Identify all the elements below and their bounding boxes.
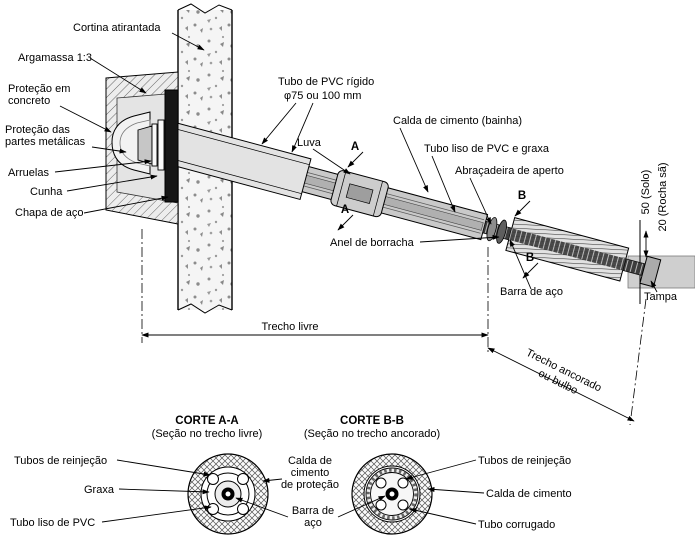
label-arruelas: Arruelas xyxy=(8,167,49,179)
label-dim-rocha: 20 (Rocha sã) xyxy=(657,162,669,231)
label-protecao-concreto-2: concreto xyxy=(8,95,50,107)
label-tampa: Tampa xyxy=(644,291,678,303)
label-b-calda-cimento: Calda de cimento xyxy=(486,488,572,500)
label-tubo-pvc-1: Tubo de PVC rígido xyxy=(278,76,374,88)
washer-1 xyxy=(151,123,158,167)
label-barra-aco: Barra de aço xyxy=(500,286,563,298)
section-b-drawing xyxy=(351,453,433,535)
label-trecho-livre: Trecho livre xyxy=(261,321,318,333)
section-a-reinjection-tube xyxy=(237,473,249,485)
label-cortina-atirantada: Cortina atirantada xyxy=(73,22,161,34)
section-marker-b-top: B xyxy=(518,190,526,202)
luva-core xyxy=(345,183,374,204)
label-luva: Luva xyxy=(297,137,322,149)
steel-plate xyxy=(164,89,179,203)
label-a-graxa: Graxa xyxy=(84,484,115,496)
clamp-ring xyxy=(486,217,498,242)
section-a-reinjection-tube xyxy=(207,503,219,515)
tampa-cap xyxy=(639,255,662,288)
label-tubo-liso-graxa: Tubo liso de PVC e graxa xyxy=(424,143,550,155)
section-b-corrugated-tube xyxy=(366,468,418,520)
bulbo-bar xyxy=(508,228,626,271)
label-a-tubos-reinjecao: Tubos de reinjeção xyxy=(14,455,107,467)
label-abracadeira: Abraçadeira de aperto xyxy=(455,165,564,177)
wall-break-top xyxy=(177,3,233,14)
anchor-head xyxy=(105,71,179,225)
section-a-drawing xyxy=(187,453,269,535)
label-calda-protecao-1: Calda de xyxy=(288,455,332,467)
section-a-title: CORTE A-A xyxy=(175,415,238,427)
section-b-reinjection-tube xyxy=(397,477,409,489)
label-barra-aco-sections-1: Barra de xyxy=(292,505,334,517)
section-a-subtitle: (Seção no trecho livre) xyxy=(152,428,263,440)
section-marker-b-bottom: B xyxy=(526,252,534,264)
label-anel-borracha: Anel de borracha xyxy=(330,237,415,249)
washer-2 xyxy=(157,119,165,171)
label-calda-bainha: Calda de cimento (bainha) xyxy=(393,115,522,127)
section-marker-a-bottom: A xyxy=(341,204,349,216)
label-protecao-concreto-1: Proteção em xyxy=(8,83,70,95)
section-leaders xyxy=(101,459,485,525)
label-chapa-aco: Chapa de aço xyxy=(15,207,84,219)
label-a-tubo-liso: Tubo liso de PVC xyxy=(10,517,95,529)
section-b-title: CORTE B-B xyxy=(340,415,404,427)
wall-break-bottom xyxy=(177,303,233,314)
label-protecao-metalicas-2: partes metálicas xyxy=(5,136,86,148)
section-b-reinjection-tube xyxy=(397,499,409,511)
section-a-reinjection-tube xyxy=(237,503,249,515)
label-cunha: Cunha xyxy=(30,186,63,198)
label-calda-protecao-3: de proteção xyxy=(281,479,339,491)
label-argamassa: Argamassa 1:3 xyxy=(18,52,92,64)
label-dim-solo: 50 (Solo) xyxy=(640,170,652,215)
label-barra-aco-sections-2: aço xyxy=(304,517,322,529)
label-calda-protecao-2: cimento xyxy=(291,467,330,479)
section-b-reinjection-tube xyxy=(375,477,387,489)
label-b-tubo-corrugado: Tubo corrugado xyxy=(478,519,555,531)
leader-lines xyxy=(54,32,658,293)
section-marker-a-top: A xyxy=(351,141,359,153)
wedge-cunha xyxy=(137,125,153,165)
label-b-tubos-reinjecao: Tubos de reinjeção xyxy=(478,455,571,467)
label-tubo-pvc-2: φ75 ou 100 mm xyxy=(284,90,361,102)
dimensions xyxy=(141,229,649,426)
anchor-assembly xyxy=(144,116,662,288)
section-b-reinjection-tube xyxy=(375,499,387,511)
label-trecho-ancorado: Trecho ancorado ou bulbo xyxy=(524,347,603,397)
label-protecao-metalicas-1: Proteção das xyxy=(5,124,70,136)
section-b-subtitle: (Seção no trecho ancorado) xyxy=(304,428,440,440)
